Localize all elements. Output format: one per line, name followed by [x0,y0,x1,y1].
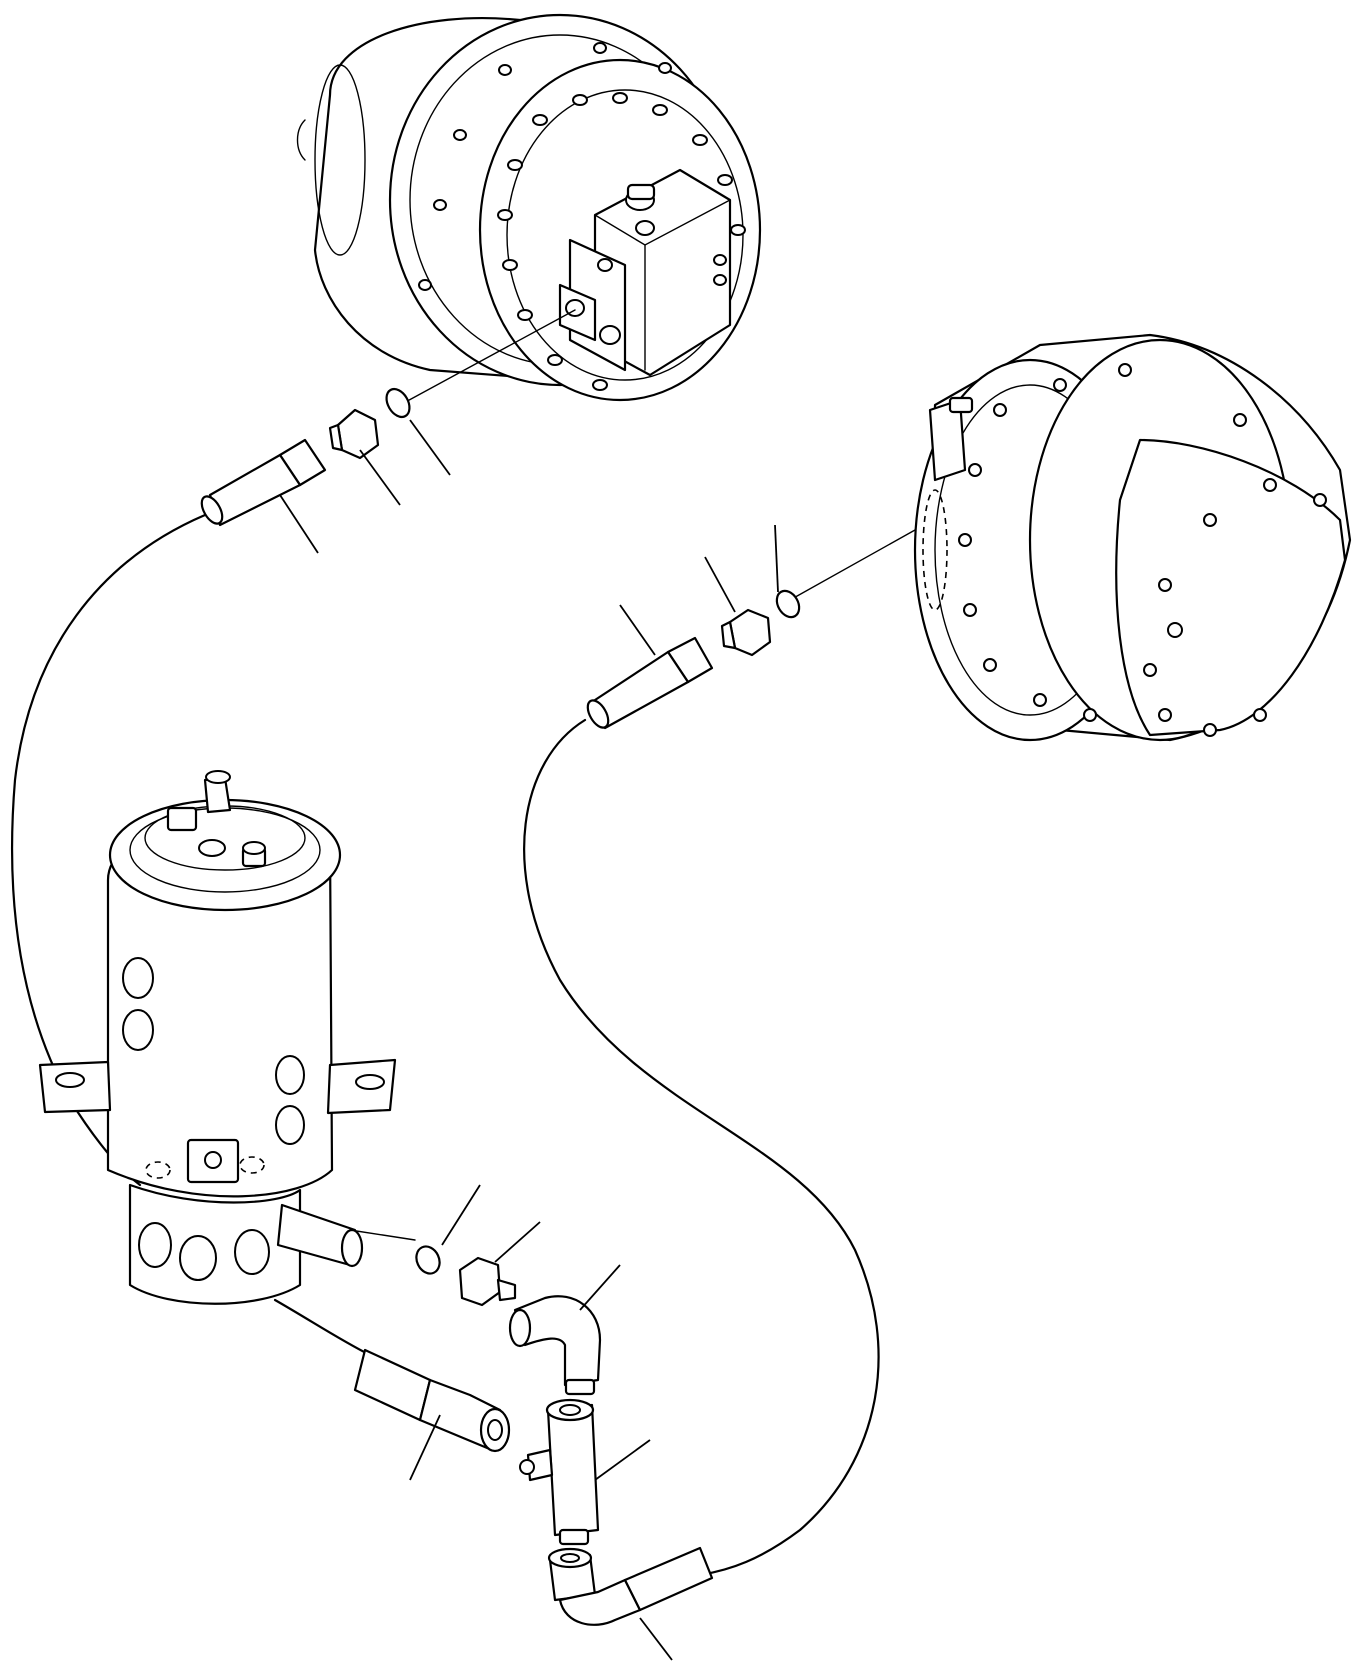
fitting-chain-lower [353,1245,714,1626]
hose-fitting [586,636,714,730]
swivel-joint [38,770,397,1305]
hose-right [523,718,880,1577]
leader-line [409,419,451,476]
tee [519,1398,600,1546]
hose-lower [273,1298,372,1357]
travel-motor-upper [296,13,762,402]
hose-left [11,513,207,1187]
leader-line [359,449,401,506]
leader-line [441,1184,481,1246]
fitting-chain-upper [200,309,576,527]
connector [328,408,380,460]
o-ring [415,1245,441,1275]
leader-line [774,524,779,593]
leader-line [579,1264,621,1311]
leader-line [409,1414,441,1481]
hose-fitting [353,1348,511,1453]
fitting-chain-right [586,529,916,730]
leader-line [279,494,319,554]
leader-line [494,1221,541,1263]
callout-leaders [279,419,779,1661]
valve-block [558,168,732,377]
o-ring [775,589,801,619]
leader-line [594,1439,651,1481]
leader-line [704,556,736,613]
connector [458,1256,517,1307]
hose-fitting [200,438,327,527]
leader-line [639,1617,673,1661]
o-ring [385,387,411,419]
motor-bolt-holes [958,363,1327,737]
elbow [508,1295,602,1396]
leader-line [619,604,656,656]
connector [720,608,772,657]
travel-motor-right [913,333,1352,742]
flange-bolt-holes [418,42,746,391]
elbow [547,1546,714,1626]
